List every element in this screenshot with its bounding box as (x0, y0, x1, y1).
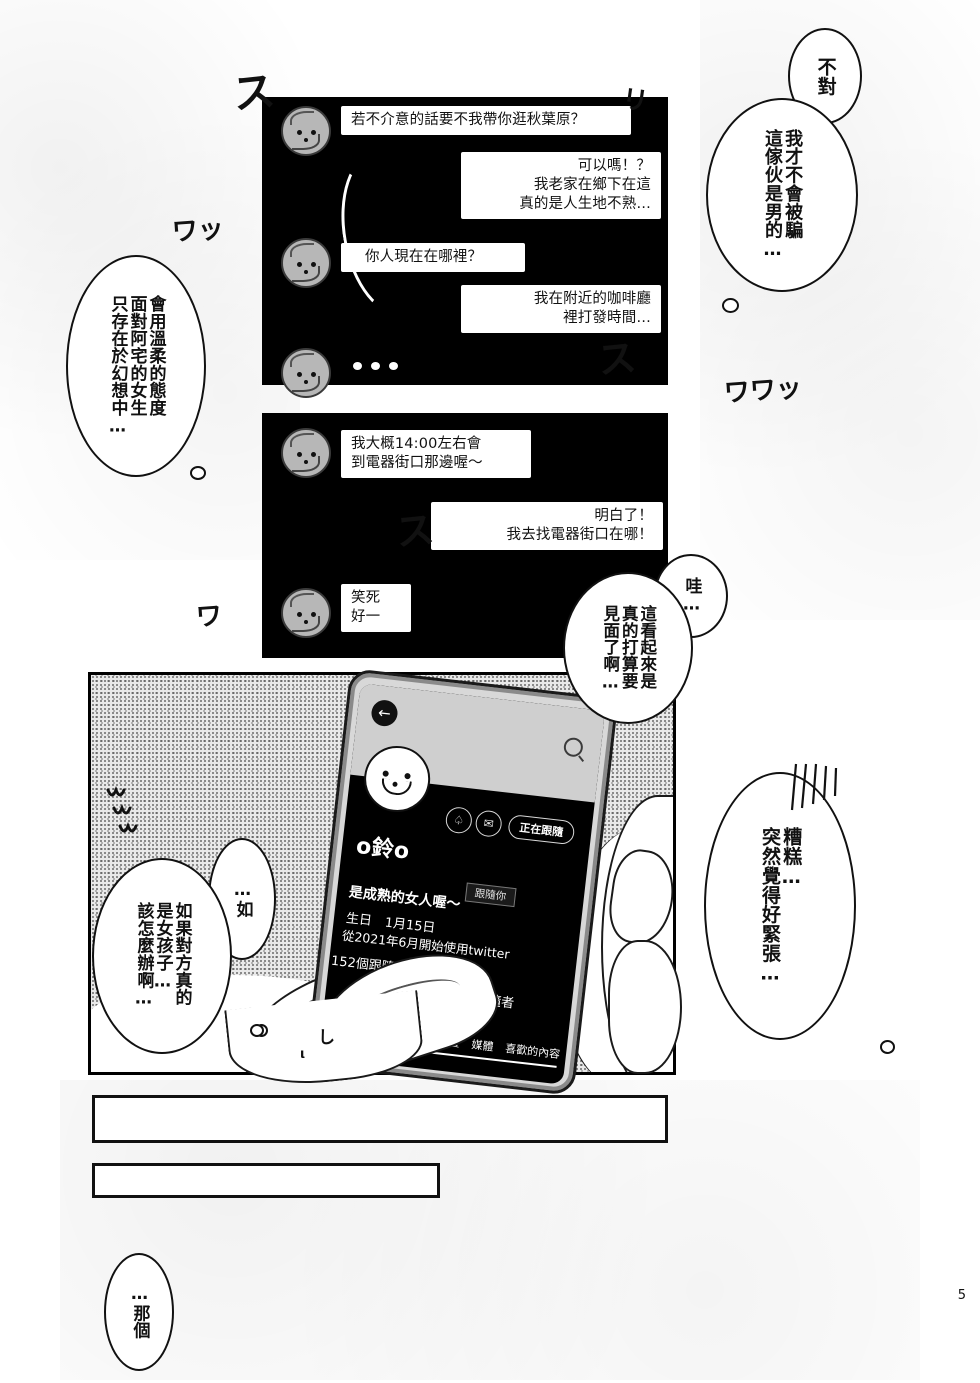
avatar (281, 238, 331, 288)
bubble-text: 糟糕… 突然覺得好緊張… (759, 826, 803, 986)
thought-tail-dot (722, 298, 739, 313)
avatar (281, 106, 331, 156)
bubble-photo-left-large: 如果對方真的 是女孩子… 該怎麼辦啊… (92, 858, 232, 1054)
following-button[interactable]: 正在跟隨 (507, 813, 576, 846)
sfx-shi-mark: し (318, 1028, 335, 1048)
avatar (281, 428, 331, 478)
bubble-top-right-large: 我才不會被騙 這傢伙是男的… (706, 98, 858, 292)
sfx-wa-panel2-left: ワ (194, 601, 224, 633)
chat-message-incoming[interactable]: 我大概14:00左右會 到電器街口那邊喔～ (341, 430, 531, 479)
bubble-text: 哇… (681, 577, 702, 615)
profile-display-name: o鈴o (354, 833, 411, 865)
tab-likes[interactable]: 喜歡的內容 (504, 1042, 561, 1062)
bubble-text: …那個 (129, 1284, 150, 1340)
thought-tail-dot (190, 466, 206, 480)
hand-right-thumb-overlay (608, 940, 682, 1074)
sfx-su-top-left: ス (230, 65, 278, 120)
chat-message-incoming[interactable]: 你人現在在哪裡？ (341, 243, 525, 273)
panel-chat-top: 若不介意的話要不我帶你逛秋葉原？ 可以嗎！？ 我老家在鄉下在這 真的是人生地不熟… (262, 97, 668, 398)
mail-icon[interactable]: ✉ (474, 809, 504, 839)
chat-message-incoming[interactable]: 笑死 好一 (341, 584, 411, 633)
bubble-bottom-small: …那個 (104, 1253, 174, 1371)
caption-box-wide (92, 1095, 668, 1143)
bubble-mid-right-large: 這看起來是 真的打算要 見面了啊… (563, 572, 693, 724)
sfx-pi-top-right: リ (620, 84, 650, 118)
bubble-text: 會用溫柔的態度 面對阿宅的女生 只存在於幻想中… (107, 295, 166, 437)
typing-indicator (353, 362, 398, 370)
sfx-i-mark: ι (300, 1047, 306, 1062)
bell-icon[interactable]: ♤ (444, 805, 474, 835)
caption-box-narrow (92, 1163, 440, 1198)
nervous-squiggle-mark (106, 785, 138, 833)
sfx-su-panel1-right: ス (595, 335, 639, 383)
avatar (281, 588, 331, 638)
bubble-photo-right: 糟糕… 突然覺得好緊張… (704, 772, 856, 1040)
chat-message-outgoing[interactable]: 我在附近的咖啡廳 裡打發時間… (461, 285, 661, 334)
bubble-text: 我才不會被騙 這傢伙是男的… (762, 129, 804, 261)
thought-tail-dot (250, 1024, 264, 1037)
page-number: 5 (957, 1288, 966, 1303)
chat-message-incoming[interactable]: 若不介意的話要不我帶你逛秋葉原？ (341, 106, 631, 136)
chat-message-outgoing[interactable]: 明白了！ 我去找電器街口在哪！ (431, 502, 663, 551)
sfx-wao-left: ワッ (171, 214, 225, 248)
sfx-su-panel2: ス (393, 507, 437, 555)
follows-you-badge: 跟隨你 (464, 882, 517, 908)
bubble-left-side: 會用溫柔的態度 面對阿宅的女生 只存在於幻想中… (66, 255, 206, 477)
swipe-gesture-arc (329, 143, 449, 323)
sfx-wasawasa-right: ワワッ (723, 373, 803, 409)
tab-media[interactable]: 媒體 (470, 1038, 495, 1054)
bubble-text: …如 (232, 880, 253, 918)
chat-message-outgoing[interactable]: 可以嗎！？ 我老家在鄉下在這 真的是人生地不熟… (461, 152, 661, 220)
panel-chat-bottom: 我大概14:00左右會 到電器街口那邊喔～ 明白了！ 我去找電器街口在哪！ 笑死… (262, 413, 668, 658)
avatar (281, 348, 331, 398)
bubble-text: 如果對方真的 是女孩子… 該怎麼辦啊… (133, 902, 192, 1010)
thought-tail-dot (880, 1040, 895, 1054)
bubble-text: 這看起來是 真的打算要 見面了啊… (600, 604, 657, 692)
bubble-text: 不對 (814, 56, 837, 96)
